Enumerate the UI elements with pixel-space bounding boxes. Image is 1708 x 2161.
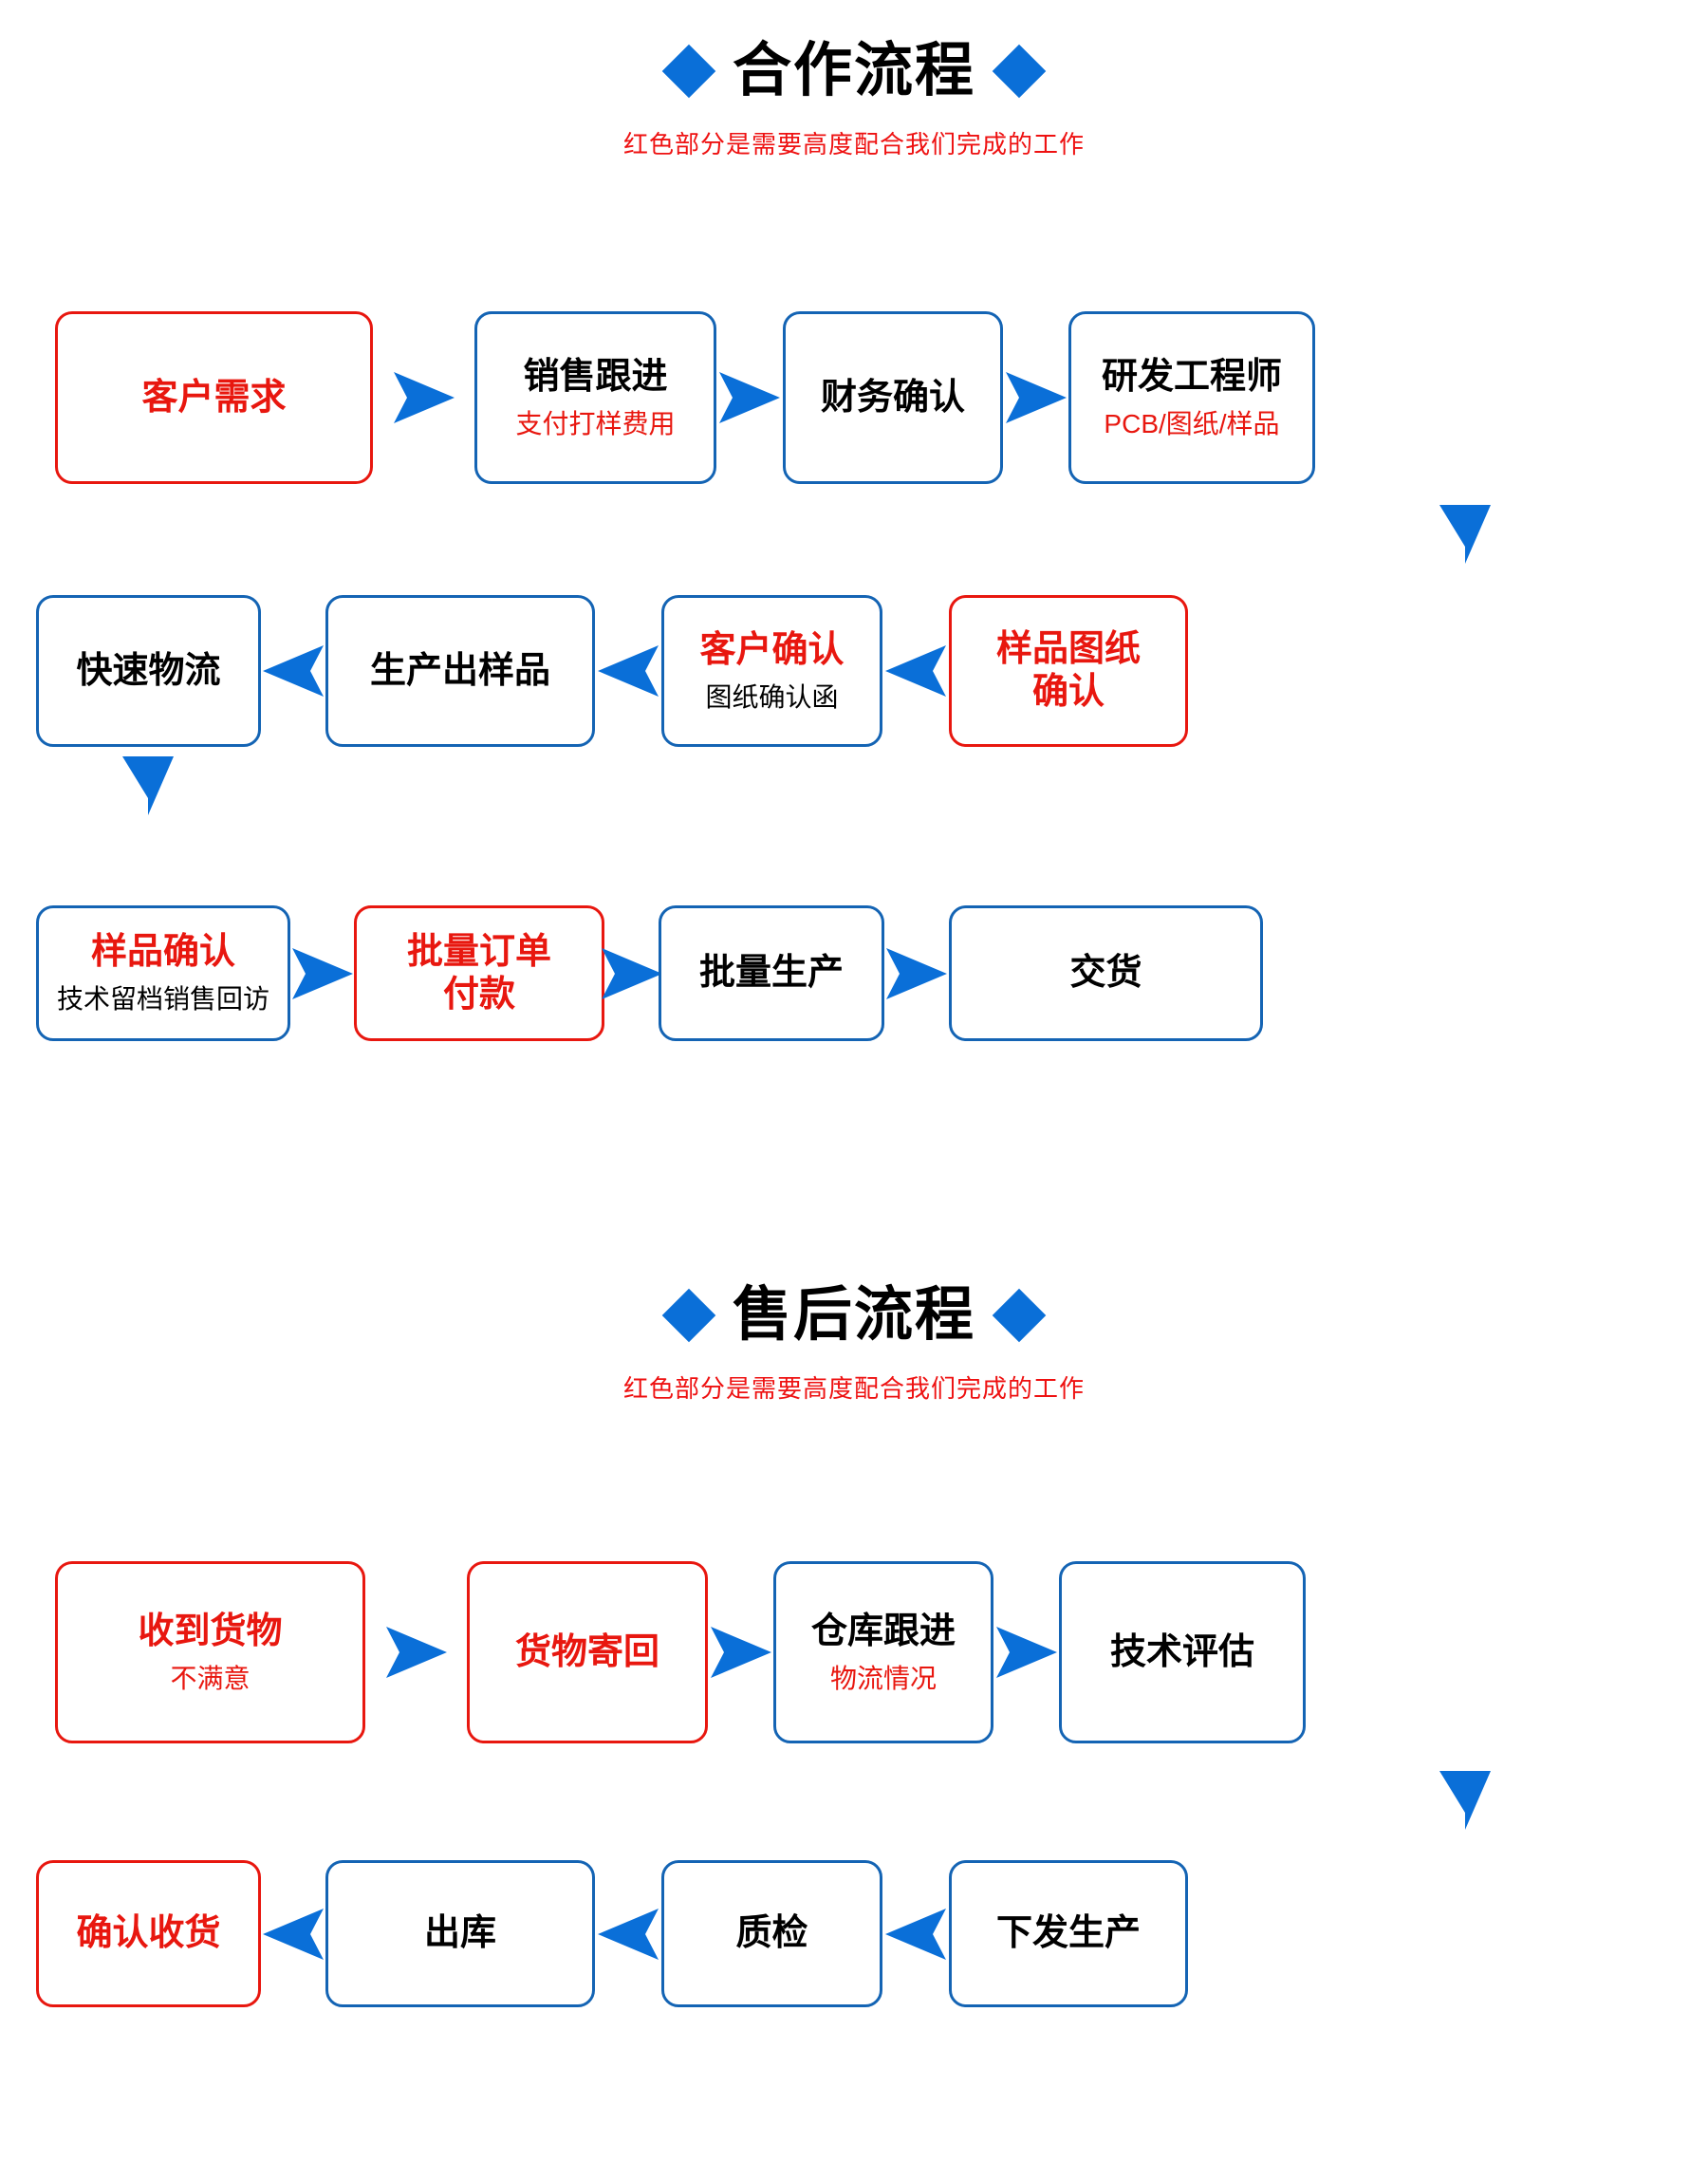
arrow-right-1 <box>365 1561 467 1743</box>
arrow-left-3 <box>882 1860 949 2007</box>
arrow-right-3 <box>1003 311 1068 484</box>
section-title-text: 合作流程 <box>732 38 975 103</box>
node-title: 样品确认 <box>90 932 235 973</box>
node-title: 质检 <box>735 1913 808 1954</box>
node-bulk-order-payment[interactable]: 批量订单 付款 <box>354 905 604 1041</box>
cooperation-row-2: 快速物流 生产出样品 客户确认 图纸确认函 <box>36 595 1188 747</box>
node-title: 销售跟进 <box>523 356 668 397</box>
arrow-right-icon <box>598 944 666 1003</box>
arrow-left-icon <box>882 1905 950 1964</box>
arrow-left-icon <box>259 642 327 700</box>
node-title: 收到货物 <box>138 1611 283 1651</box>
arrow-left-icon <box>259 1905 327 1964</box>
arrow-right-icon <box>882 944 951 1003</box>
node-issue-production[interactable]: 下发生产 <box>949 1860 1188 2007</box>
arrow-right-icon <box>1002 368 1070 427</box>
node-sales-followup[interactable]: 销售跟进 支付打样费用 <box>474 311 716 484</box>
diamond-right-icon <box>992 44 1047 99</box>
arrow-right-2 <box>716 311 783 484</box>
node-title: 出库 <box>423 1913 496 1954</box>
arrow-left-2 <box>595 1860 661 2007</box>
section-title-aftersales: 售后流程 <box>0 1286 1708 1345</box>
connector-logistics-to-sample-confirm <box>119 753 177 819</box>
arrow-left-icon <box>594 1905 662 1964</box>
aftersales-row-2: 确认收货 出库 质检 <box>36 1860 1188 2007</box>
node-title: 客户需求 <box>141 377 287 418</box>
arrow-right-icon <box>382 1623 451 1682</box>
section-cooperation-header: 合作流程 红色部分是需要高度配合我们完成的工作 <box>0 42 1708 160</box>
aftersales-row-1: 收到货物 不满意 货物寄回 仓库跟进 物流情况 <box>55 1561 1306 1743</box>
node-finance-confirm[interactable]: 财务确认 <box>783 311 1003 484</box>
node-technical-evaluation[interactable]: 技术评估 <box>1059 1561 1306 1743</box>
node-title: 下发生产 <box>995 1913 1141 1954</box>
node-subtitle: 支付打样费用 <box>515 408 676 438</box>
node-confirm-receipt[interactable]: 确认收货 <box>36 1860 261 2007</box>
node-title: 财务确认 <box>820 377 965 418</box>
section-title-text: 售后流程 <box>732 1282 975 1348</box>
node-title: 货物寄回 <box>514 1631 659 1672</box>
arrow-right-icon <box>288 944 357 1003</box>
section-subtitle-aftersales: 红色部分是需要高度配合我们完成的工作 <box>622 1374 1085 1403</box>
node-subtitle: 不满意 <box>170 1663 251 1693</box>
section-title-cooperation: 合作流程 <box>0 42 1708 101</box>
arrow-left-1 <box>261 595 325 747</box>
node-customer-demand[interactable]: 客户需求 <box>55 311 373 484</box>
connector-rd-to-sample-drawing <box>1436 501 1494 568</box>
arrow-right-icon <box>715 368 784 427</box>
cooperation-row-1: 客户需求 销售跟进 支付打样费用 财务确认 <box>55 311 1315 484</box>
node-outbound[interactable]: 出库 <box>325 1860 595 2007</box>
section-subtitle-cooperation: 红色部分是需要高度配合我们完成的工作 <box>622 130 1085 158</box>
section-aftersales-header: 售后流程 红色部分是需要高度配合我们完成的工作 <box>0 1286 1708 1405</box>
node-fast-logistics[interactable]: 快速物流 <box>36 595 261 747</box>
arrow-right-icon <box>993 1623 1061 1682</box>
connector-evaluation-to-production <box>1436 1767 1494 1834</box>
arrow-down-icon <box>119 753 177 819</box>
arrow-left-icon <box>882 642 950 700</box>
node-rd-engineer[interactable]: 研发工程师 PCB/图纸/样品 <box>1068 311 1315 484</box>
node-sample-drawing-confirm[interactable]: 样品图纸 确认 <box>949 595 1188 747</box>
arrow-right-4 <box>290 905 354 1041</box>
node-title: 确认收货 <box>76 1913 221 1954</box>
diamond-left-icon <box>661 44 716 99</box>
node-quality-inspection[interactable]: 质检 <box>661 1860 882 2007</box>
node-title: 仓库跟进 <box>810 1611 956 1651</box>
node-customer-confirm[interactable]: 客户确认 图纸确认函 <box>661 595 882 747</box>
arrow-right-icon <box>707 1623 775 1682</box>
node-title: 技术评估 <box>1109 1631 1254 1672</box>
diamond-left-icon <box>661 1288 716 1343</box>
node-subtitle: 物流情况 <box>829 1663 937 1693</box>
node-title: 批量生产 <box>698 953 844 994</box>
diamond-right-icon <box>992 1288 1047 1343</box>
arrow-right-6 <box>884 905 949 1041</box>
node-warehouse-followup[interactable]: 仓库跟进 物流情况 <box>773 1561 993 1743</box>
arrow-left-1 <box>261 1860 325 2007</box>
node-bulk-production[interactable]: 批量生产 <box>659 905 884 1041</box>
node-title: 交货 <box>1069 953 1142 994</box>
arrow-left-icon <box>594 642 662 700</box>
arrow-down-icon <box>1436 1767 1494 1834</box>
arrow-left-3 <box>882 595 949 747</box>
arrow-down-icon <box>1436 501 1494 568</box>
arrow-left-2 <box>595 595 661 747</box>
node-title: 生产出样品 <box>369 650 550 691</box>
arrow-right-icon <box>390 368 458 427</box>
arrow-right-3 <box>993 1561 1059 1743</box>
node-goods-returned[interactable]: 货物寄回 <box>467 1561 708 1743</box>
node-subtitle: 图纸确认函 <box>705 681 839 712</box>
cooperation-row-3: 样品确认 技术留档销售回访 批量订单 付款 批量生产 <box>36 905 1263 1041</box>
arrow-right-1 <box>373 311 474 484</box>
node-sample-confirm[interactable]: 样品确认 技术留档销售回访 <box>36 905 290 1041</box>
node-title: 批量订单 付款 <box>406 931 551 1015</box>
node-subtitle: PCB/图纸/样品 <box>1104 408 1280 438</box>
arrow-right-2 <box>708 1561 773 1743</box>
node-title: 客户确认 <box>699 629 845 670</box>
node-subtitle: 技术留档销售回访 <box>56 984 269 1015</box>
node-sample-production[interactable]: 生产出样品 <box>325 595 595 747</box>
node-title: 样品图纸 确认 <box>995 629 1141 712</box>
node-delivery[interactable]: 交货 <box>949 905 1263 1041</box>
arrow-right-5 <box>601 905 662 1041</box>
node-goods-received[interactable]: 收到货物 不满意 <box>55 1561 365 1743</box>
node-title: 快速物流 <box>76 650 221 691</box>
node-title: 研发工程师 <box>1101 356 1282 397</box>
